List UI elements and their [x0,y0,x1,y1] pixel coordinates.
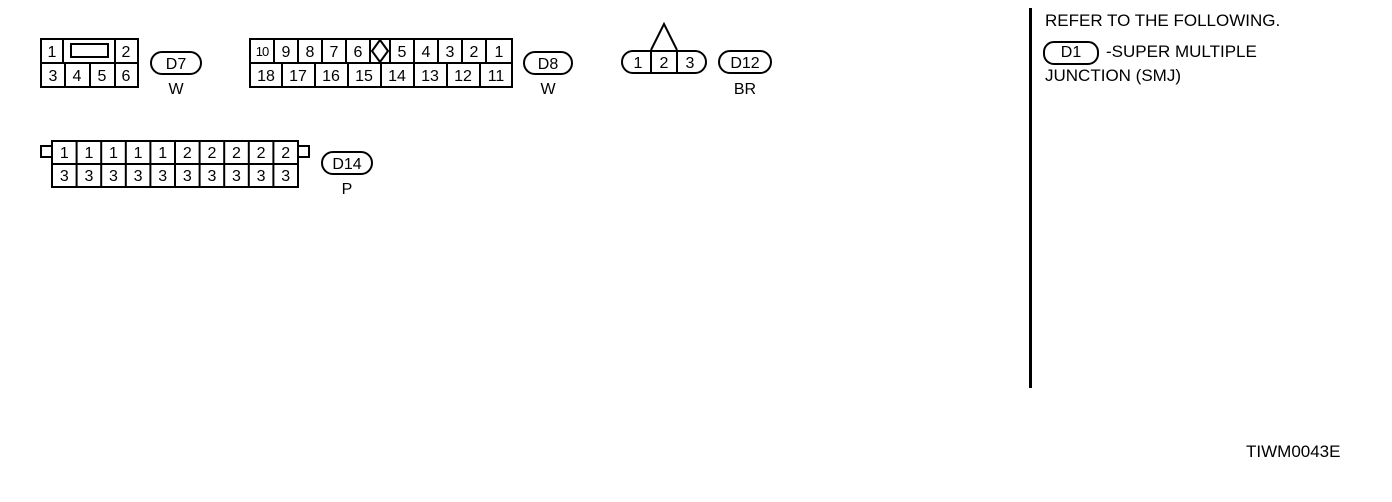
d8-id-badge [523,51,573,75]
d8-lock-diamond [370,38,390,64]
d8-pin: 12 [454,68,472,85]
d7-id: D7 [166,56,187,73]
d8-pin: 1 [495,44,504,61]
d14-id: D14 [332,156,361,173]
d7-pin: 2 [122,44,131,61]
d8-pin: 11 [488,68,505,85]
d8-pin: 14 [388,68,406,85]
d8-pin: 2 [470,44,479,61]
d14-pin: 3 [60,168,69,185]
d14-pin: 2 [281,145,290,162]
d8-color: W [540,81,556,98]
d14-right-tab [297,145,310,158]
d14-pin: 3 [232,168,241,185]
d12-id-badge [718,50,772,74]
reference-divider [1029,8,1032,388]
d14-pin: 3 [207,168,216,185]
d8-pin: 15 [355,68,373,85]
d14-pin: 2 [232,145,241,162]
d8-pin: 18 [257,68,275,85]
d8-pin: 3 [446,44,455,61]
d7-pin: 1 [48,44,57,61]
d7-id-badge [150,51,202,75]
d14-color: P [342,181,353,198]
connector-d12: 1 2 3 D12 BR [621,21,772,98]
d14-pin: 1 [60,145,69,162]
d8-pin: 13 [421,68,439,85]
d14-left-tab [40,145,53,158]
d14-id-badge [321,151,373,175]
d7-pin: 6 [122,68,131,85]
d8-pin: 4 [422,44,431,61]
d14-pin: 3 [281,168,290,185]
connector-d8: 10 9 8 7 6 5 4 3 2 1 18 17 16 15 14 13 1… [249,38,573,98]
d8-pin: 17 [289,68,307,85]
d7-pin: 5 [98,68,107,85]
d12-color: BR [734,81,756,98]
d14-pin: 2 [257,145,266,162]
d14-pin: 3 [257,168,266,185]
d8-pin: 6 [354,44,363,61]
d14-pin: 3 [158,168,167,185]
d14-pin: 3 [109,168,118,185]
d7-lock-slot [70,43,109,58]
reference-heading: REFER TO THE FOLLOWING. [1045,11,1281,30]
d14-pin: 1 [134,145,143,162]
d7-pin: 4 [73,68,82,85]
d8-pin: 7 [330,44,339,61]
d14-pin: 3 [84,168,93,185]
d12-pin: 3 [686,55,695,72]
d14-pin: 2 [207,145,216,162]
d8-id: D8 [538,56,559,73]
d8-pin: 5 [398,44,407,61]
figure-code: TIWM0043E [1246,442,1341,461]
d8-pin: 8 [306,44,315,61]
d14-pin: 1 [84,145,93,162]
d12-housing [621,50,707,74]
d14-pin: 3 [183,168,192,185]
d12-pin: 2 [660,55,669,72]
d14-pin: 2 [183,145,192,162]
d14-pin: 3 [134,168,143,185]
d8-pin: 16 [322,68,340,85]
connector-d14: 1 1 1 1 1 2 2 2 2 2 3 3 3 3 3 3 3 3 3 3 … [40,140,373,198]
d14-pin: 1 [158,145,167,162]
d12-key [650,21,678,51]
connector-d7: 1 2 3 4 5 6 D7 W [40,38,202,98]
d8-pin: 9 [282,44,291,61]
reference-line1: -SUPER MULTIPLE [1106,42,1257,61]
d7-color: W [168,81,184,98]
d7-pin: 3 [49,68,58,85]
d12-id: D12 [730,55,759,72]
d8-pin: 10 [256,44,269,59]
reference-connector-badge: D1 [1043,41,1099,65]
d14-pin: 1 [109,145,118,162]
d12-pin: 1 [634,55,643,72]
reference-line2: JUNCTION (SMJ) [1045,66,1181,85]
